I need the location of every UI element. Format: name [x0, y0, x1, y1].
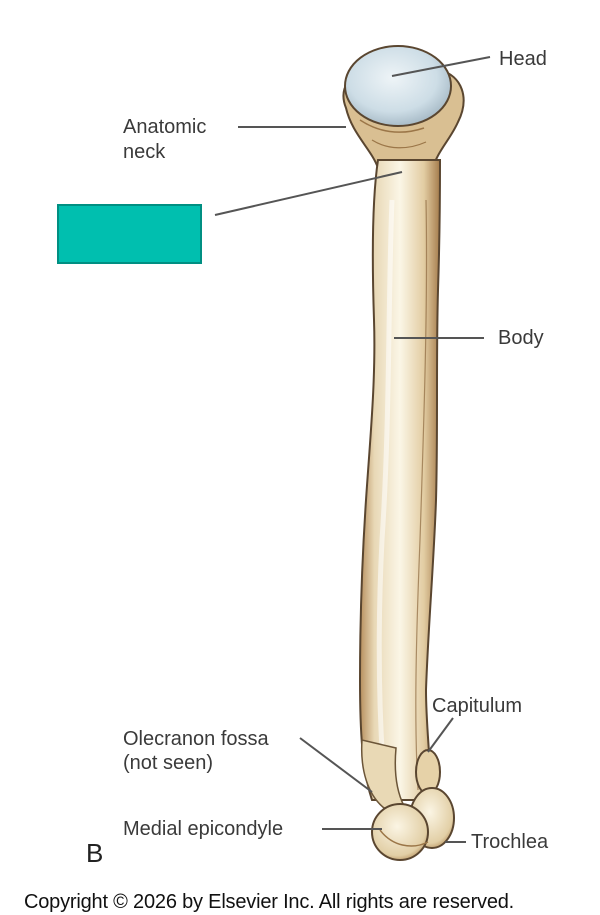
- humerus-shaft: [358, 159, 442, 801]
- label-head: Head: [499, 48, 547, 70]
- leader-capitulum: [427, 717, 454, 753]
- copyright-notice: Copyright © 2026 by Elsevier Inc. All ri…: [24, 891, 515, 913]
- label-anatomic-neck-line1: Anatomic: [123, 116, 207, 138]
- leader-head: [391, 56, 491, 77]
- medial-epicondyle-shape: [371, 803, 429, 861]
- label-medial-epicondyle: Medial epicondyle: [123, 818, 284, 840]
- label-olecranon-fossa-line1: Olecranon fossa: [123, 728, 269, 750]
- leader-surgical-neck: [214, 171, 403, 216]
- hidden-label-box[interactable]: [57, 204, 202, 264]
- leader-olecranon-fossa: [299, 737, 373, 793]
- label-capitulum: Capitulum: [432, 695, 523, 717]
- humeral-head: [344, 45, 452, 127]
- label-anatomic-neck-line2: neck: [123, 141, 166, 163]
- label-olecranon-fossa-line2: (not seen): [123, 752, 214, 774]
- capitulum-shape: [415, 749, 441, 795]
- label-body: Body: [498, 327, 544, 349]
- label-trochlea: Trochlea: [471, 831, 549, 853]
- view-letter: B: [86, 838, 104, 868]
